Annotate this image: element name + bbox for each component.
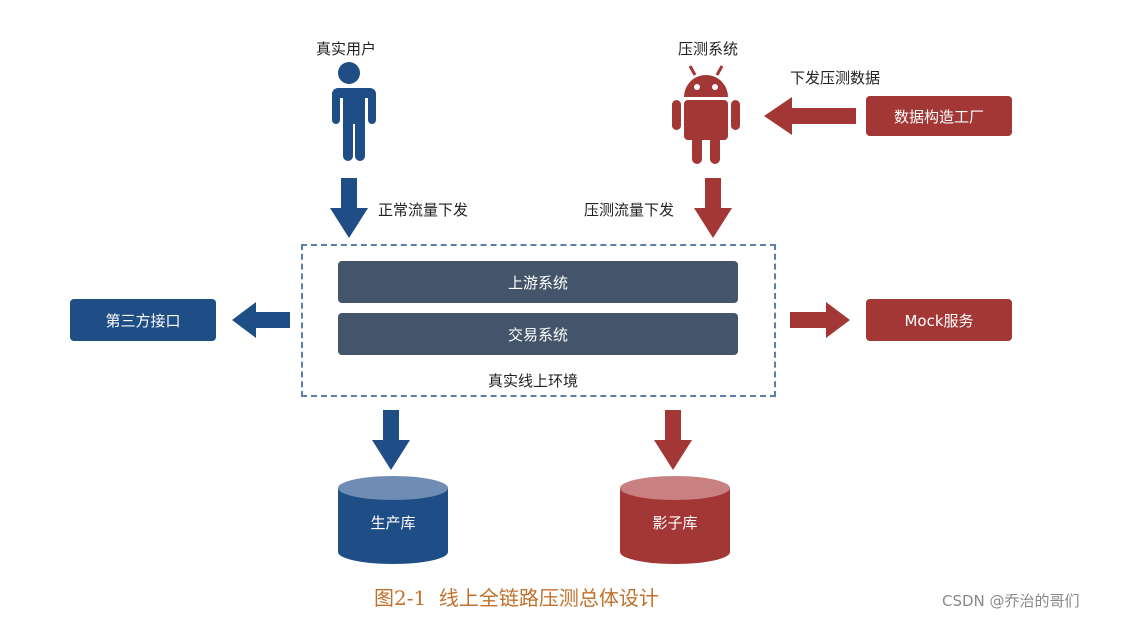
prod-db-cylinder [338,476,448,564]
trading-system-box: 交易系统 [338,313,738,355]
arrow-left-third-party [232,302,290,338]
arrow-down-normal [330,178,368,238]
data-factory-box: 数据构造工厂 [866,96,1012,136]
arrow-down-stress [694,178,732,238]
arrow-down-shadow [654,410,692,470]
shadow-db-label: 影子库 [652,514,698,532]
arrow-left-factory [764,97,856,135]
figure-caption: 图2-1 线上全链路压测总体设计 [374,586,659,610]
third-party-box: 第三方接口 [70,299,216,341]
shadow-db-cylinder [620,476,730,564]
issue-data-label: 下发压测数据 [790,69,881,87]
stress-traffic-label: 压测流量下发 [584,201,675,219]
prod-db-label: 生产库 [370,514,416,532]
upstream-system-box: 上游系统 [338,261,738,303]
mock-service-box: Mock服务 [866,299,1012,341]
online-env-container [301,244,776,397]
arrow-down-prod [372,410,410,470]
arrow-right-mock [790,302,850,338]
stress-system-label: 压测系统 [678,40,739,58]
android-robot-icon [672,65,740,164]
person-icon [328,62,376,161]
normal-traffic-label: 正常流量下发 [378,201,469,219]
real-user-label: 真实用户 [316,40,377,58]
watermark: CSDN @乔治的哥们 [942,592,1080,610]
online-env-label: 真实线上环境 [488,372,579,390]
